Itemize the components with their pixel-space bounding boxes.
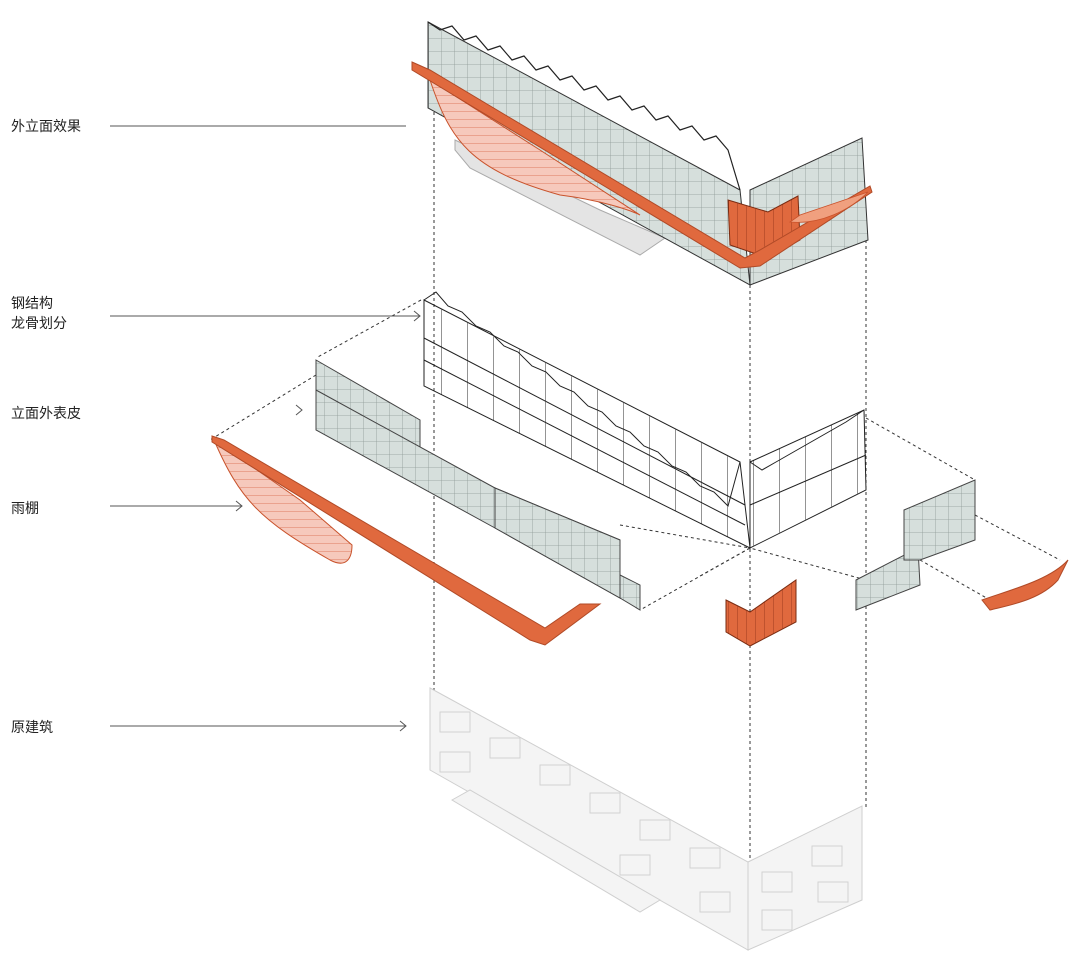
steel-short-wing <box>749 409 867 549</box>
label-facade-effect: 外立面效果 <box>11 119 81 135</box>
original-short-wing <box>747 805 863 951</box>
skin-corner-orange <box>725 579 797 647</box>
original-steps <box>450 789 661 913</box>
layer-facade-skin <box>315 359 976 647</box>
skin-panel-end <box>619 574 641 611</box>
skin-panel-right-b <box>903 479 976 561</box>
layer-steel-structure <box>423 291 867 549</box>
canopy-slab-long <box>211 435 602 646</box>
layer-original-building <box>429 687 863 951</box>
label-canopy: 雨棚 <box>11 501 39 517</box>
layer-facade-effect <box>411 21 873 286</box>
facade-roof-gables <box>427 21 741 191</box>
facade-canopy-belly <box>429 78 641 216</box>
label-facade-skin: 立面外表皮 <box>11 406 81 422</box>
skin-panel-right-a <box>855 547 921 611</box>
canopy-belly <box>212 438 353 564</box>
label-steel-structure: 钢结构 龙骨划分 <box>11 296 67 332</box>
leader-lines <box>110 125 421 732</box>
projection-lines <box>209 88 1061 866</box>
label-original-building: 原建筑 <box>11 720 53 736</box>
canopy-slab-right <box>981 559 1069 611</box>
facade-canopy-slab <box>411 61 873 269</box>
facade-canopy-belly-right <box>788 191 869 223</box>
layer-canopy <box>211 435 1069 646</box>
skin-panel-mid <box>494 487 621 599</box>
steel-roof-gables <box>423 291 741 507</box>
